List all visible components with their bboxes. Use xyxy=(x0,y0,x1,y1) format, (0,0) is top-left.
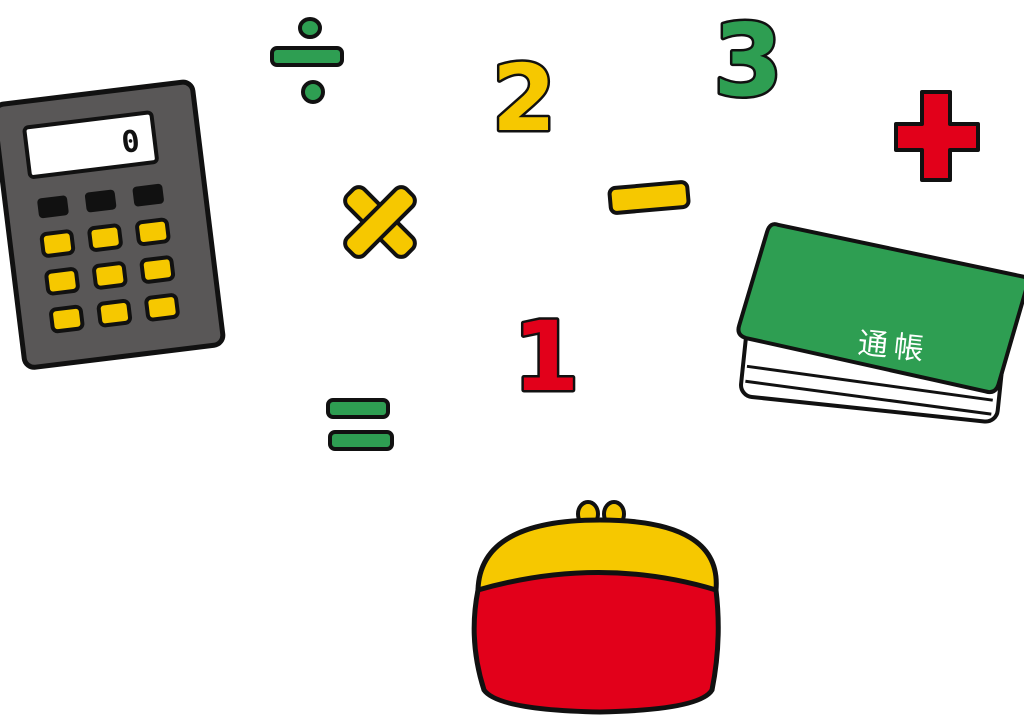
calculator-icon: 0 xyxy=(0,79,226,370)
calculator-key xyxy=(96,298,133,328)
multiply-sign xyxy=(343,185,417,259)
calculator-display-value: 0 xyxy=(120,124,142,161)
calculator-key xyxy=(132,183,164,207)
bankbook-icon: 通帳 xyxy=(736,222,1024,424)
calculator-key xyxy=(87,223,123,252)
calculator-key xyxy=(49,304,85,334)
minus-sign xyxy=(607,180,691,215)
bankbook-label: 通帳 xyxy=(856,326,931,368)
calculator-key xyxy=(37,195,69,219)
digit-one: 1 xyxy=(513,301,580,413)
divide-sign xyxy=(270,17,344,104)
equals-sign xyxy=(326,398,394,451)
calculator-key xyxy=(92,261,128,290)
plus-sign xyxy=(894,90,980,182)
calculator-key xyxy=(135,217,171,247)
coin-purse-icon xyxy=(471,500,721,715)
calculator-display xyxy=(22,110,159,179)
calculator-key xyxy=(139,255,176,284)
digit-two: 2 xyxy=(492,45,556,152)
calculator-key xyxy=(44,267,80,296)
calculator-key xyxy=(144,293,180,322)
calculator-key xyxy=(39,229,76,258)
digit-three: 3 xyxy=(713,2,783,119)
calculator-key xyxy=(84,189,117,213)
